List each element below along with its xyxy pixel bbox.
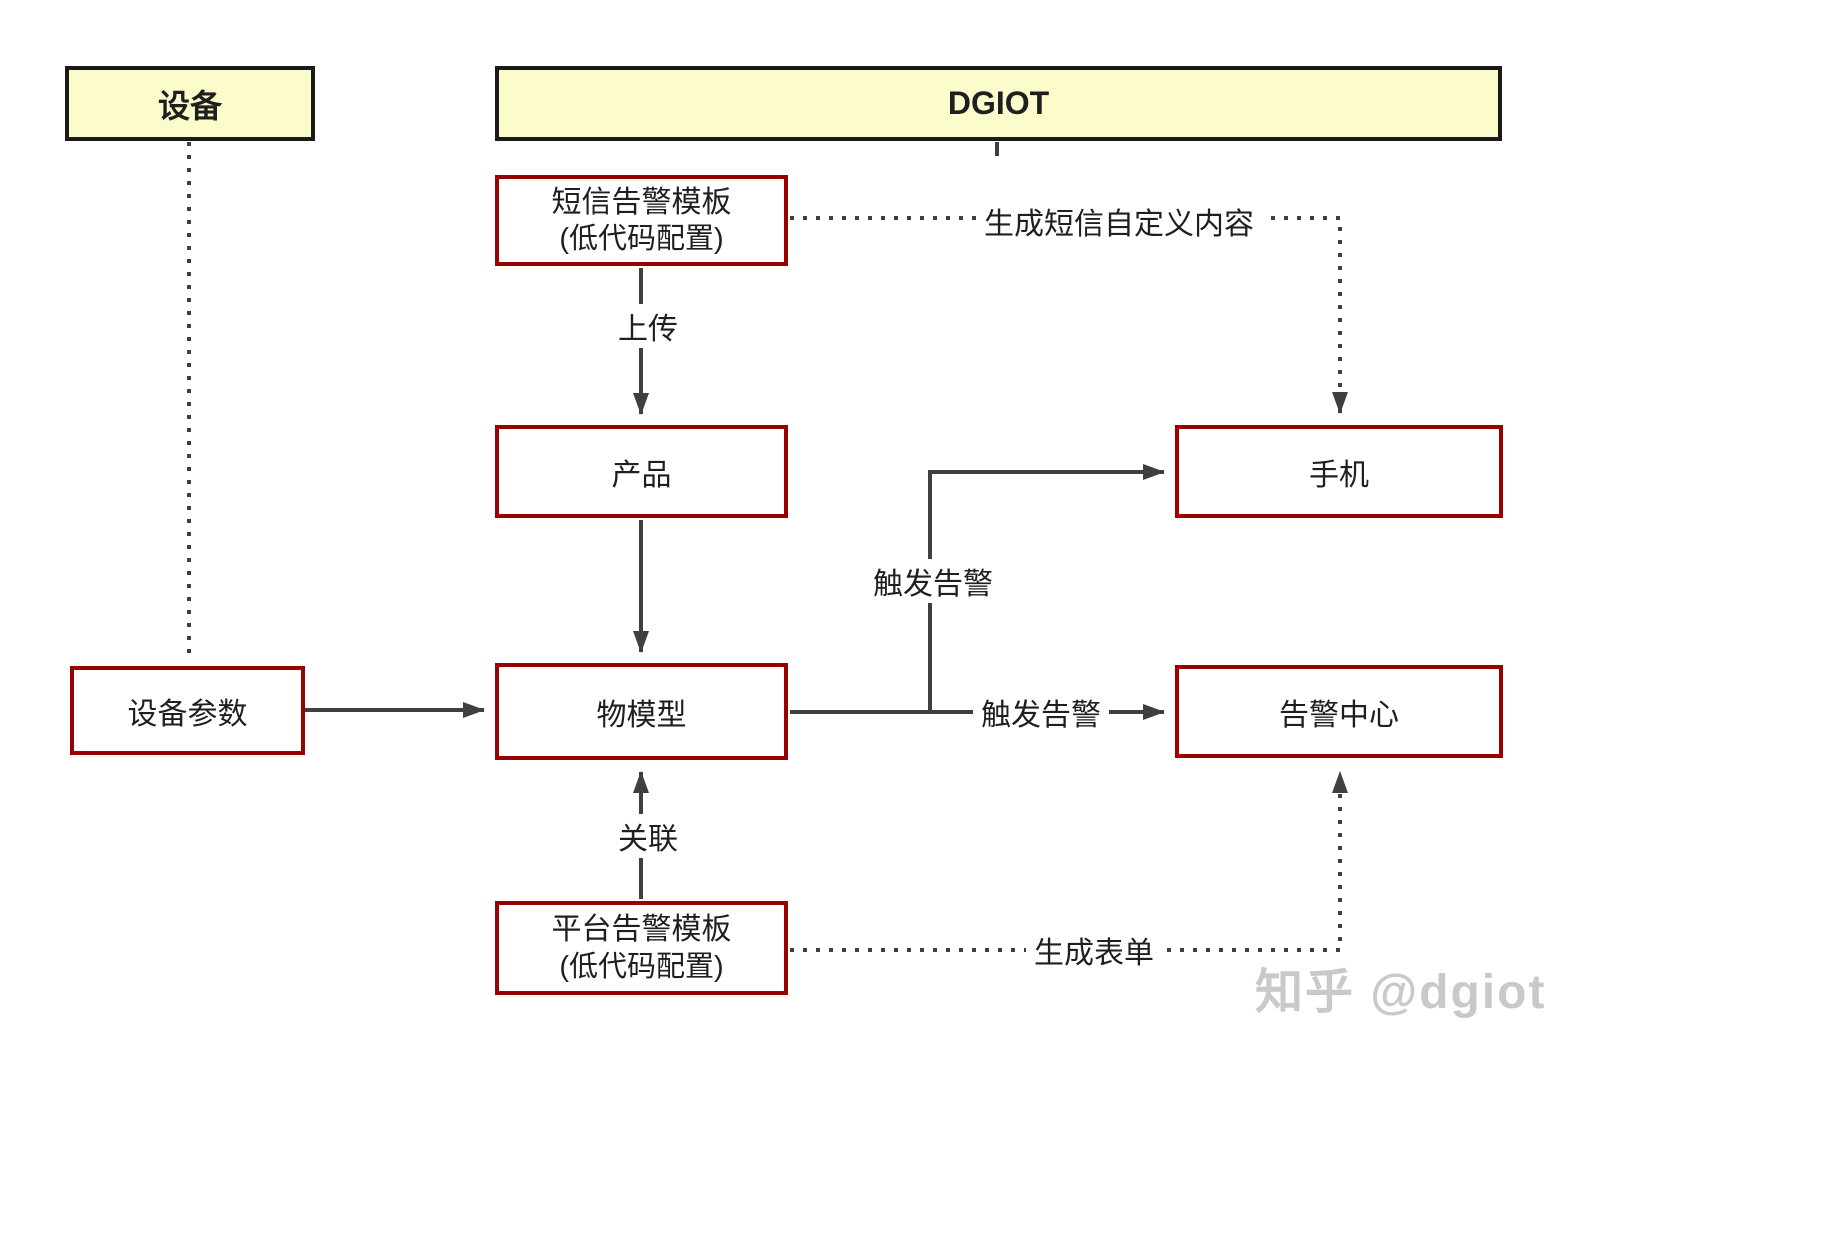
watermark: 知乎 @dgiot (1255, 966, 1547, 1019)
sms-template-line1: 短信告警模板 (551, 185, 732, 219)
product-node: 产品 (495, 425, 788, 518)
sms-template-node: 短信告警模板 (低代码配置) (495, 175, 788, 266)
phone-node: 手机 (1175, 425, 1503, 518)
dgiot-header-box: DGIOT (495, 66, 1502, 141)
edge-label-trigger-alert-center: 触发告警 (973, 690, 1109, 734)
edge-label-upload: 上传 (610, 304, 686, 348)
edge-label-trigger-alert-phone: 触发告警 (865, 559, 1001, 603)
platform-template-line1: 平台告警模板 (551, 913, 732, 947)
sms-template-line2: (低代码配置) (559, 223, 724, 256)
dgiot-header-label: DGIOT (947, 85, 1050, 121)
device-params-label: 设备参数 (127, 697, 248, 731)
alert-center-label: 告警中心 (1279, 698, 1399, 732)
platform-template-line2: (低代码配置) (559, 950, 724, 983)
device-header-box: 设备 (65, 66, 315, 141)
alert-center-node: 告警中心 (1175, 665, 1503, 758)
device-params-node: 设备参数 (70, 666, 305, 755)
edge-thing-model-to-phone (928, 464, 1165, 712)
edge-label-associate: 关联 (610, 814, 686, 858)
thing-model-node: 物模型 (495, 663, 788, 760)
edge-label-generate-form: 生成表单 (1026, 928, 1162, 972)
edge-platform-template-to-alert-center (790, 771, 1348, 952)
phone-label: 手机 (1309, 458, 1369, 492)
thing-model-label: 物模型 (596, 698, 687, 732)
product-label: 产品 (611, 458, 672, 492)
device-header-label: 设备 (157, 87, 222, 124)
edge-sms-template-to-phone (790, 216, 1348, 414)
edge-label-generate-sms-content: 生成短信自定义内容 (976, 199, 1262, 243)
platform-template-node: 平台告警模板 (低代码配置) (495, 901, 788, 995)
